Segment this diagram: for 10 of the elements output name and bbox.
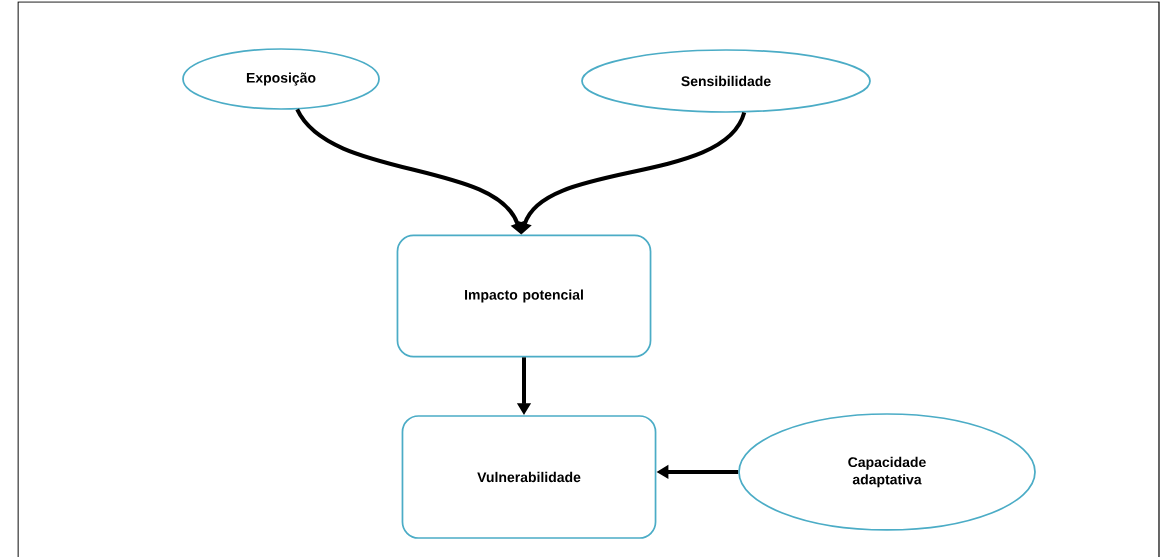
node-label: Sensibilidade [681, 75, 771, 87]
node-label: Exposição [246, 72, 316, 86]
oval-node [182, 48, 380, 110]
node-label: Vulnerabilidade [477, 471, 581, 483]
node-label: Impacto potencial [465, 289, 583, 303]
oval-node [738, 413, 1036, 531]
rounded-box [396, 234, 652, 358]
rounded-box [401, 415, 657, 539]
node-label: Capacidade adaptativa [848, 456, 926, 488]
oval-node [581, 49, 871, 113]
